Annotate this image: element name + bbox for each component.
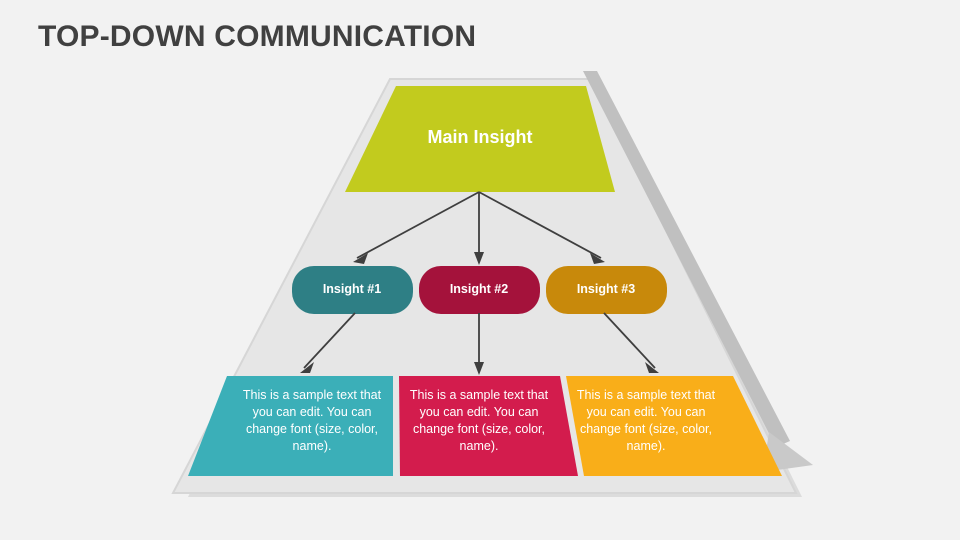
connector-main-to-insight-3	[478, 191, 605, 264]
direction-arrow-icon	[583, 71, 813, 472]
node-insight-1[interactable]	[292, 266, 413, 314]
connector-insight-1-to-box-1	[300, 312, 356, 373]
node-bottom-box-1[interactable]	[188, 376, 393, 476]
node-insight-2[interactable]	[419, 266, 540, 314]
node-bottom-box-2[interactable]	[399, 376, 578, 476]
connector-main-to-insight-1	[353, 191, 480, 264]
connector-insight-3-to-box-3	[603, 312, 659, 373]
connector-main-to-insight-2	[474, 192, 484, 265]
node-bottom-box-3[interactable]	[566, 376, 782, 476]
page-title: TOP-DOWN COMMUNICATION	[38, 20, 477, 53]
connector-insight-2-to-box-2	[474, 313, 484, 375]
node-insight-3[interactable]	[546, 266, 667, 314]
node-main-insight[interactable]	[345, 86, 615, 192]
